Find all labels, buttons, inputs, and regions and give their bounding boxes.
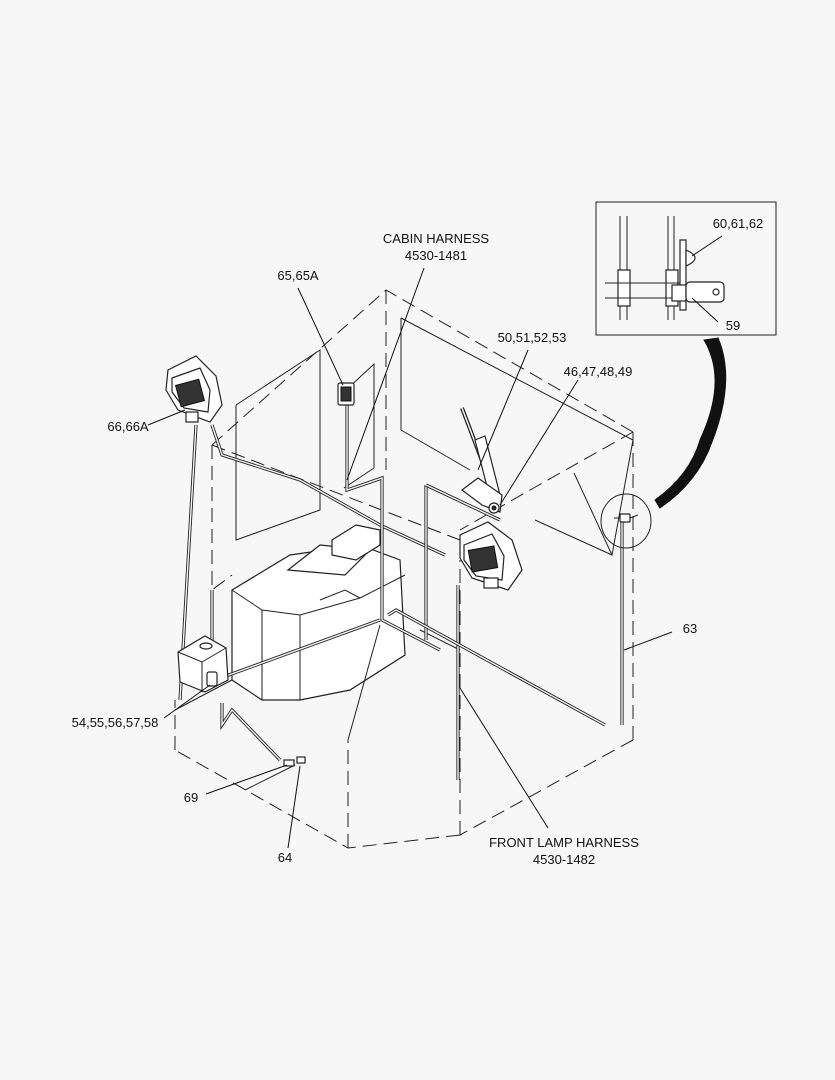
floor-connectors <box>283 756 306 767</box>
cabin-frame <box>174 289 634 849</box>
callout-labels: CABIN HARNESS 4530-1481 65,65A 66,66A 50… <box>72 216 764 867</box>
callout-50: 50,51,52,53 <box>498 330 567 345</box>
washer-tank <box>177 635 229 693</box>
seat-console <box>231 524 406 701</box>
rear-work-lamp <box>165 355 223 423</box>
cabin-windows <box>235 317 634 556</box>
callout-46: 46,47,48,49 <box>564 364 633 379</box>
front-work-lamp <box>459 521 523 591</box>
callout-60: 60,61,62 <box>713 216 764 231</box>
leader-lines <box>147 235 723 849</box>
beacon-connector <box>600 493 652 549</box>
cabin-switch <box>337 382 355 406</box>
callout-65: 65,65A <box>277 268 319 283</box>
front-lamp-harness-name-label: FRONT LAMP HARNESS <box>489 835 639 850</box>
callout-59: 59 <box>726 318 740 333</box>
callout-66: 66,66A <box>107 419 149 434</box>
callout-63: 63 <box>683 621 697 636</box>
cabin-harness-name-label: CABIN HARNESS <box>383 231 490 246</box>
detail-inset <box>595 201 777 336</box>
callout-69: 69 <box>184 790 198 805</box>
wiper-assembly <box>460 407 503 514</box>
front-lamp-harness-part-label: 4530-1482 <box>533 852 595 867</box>
cabin-harness-part-label: 4530-1481 <box>405 248 467 263</box>
callout-64: 64 <box>278 850 292 865</box>
callout-54: 54,55,56,57,58 <box>72 715 159 730</box>
detail-pointer-arrow <box>654 337 727 509</box>
